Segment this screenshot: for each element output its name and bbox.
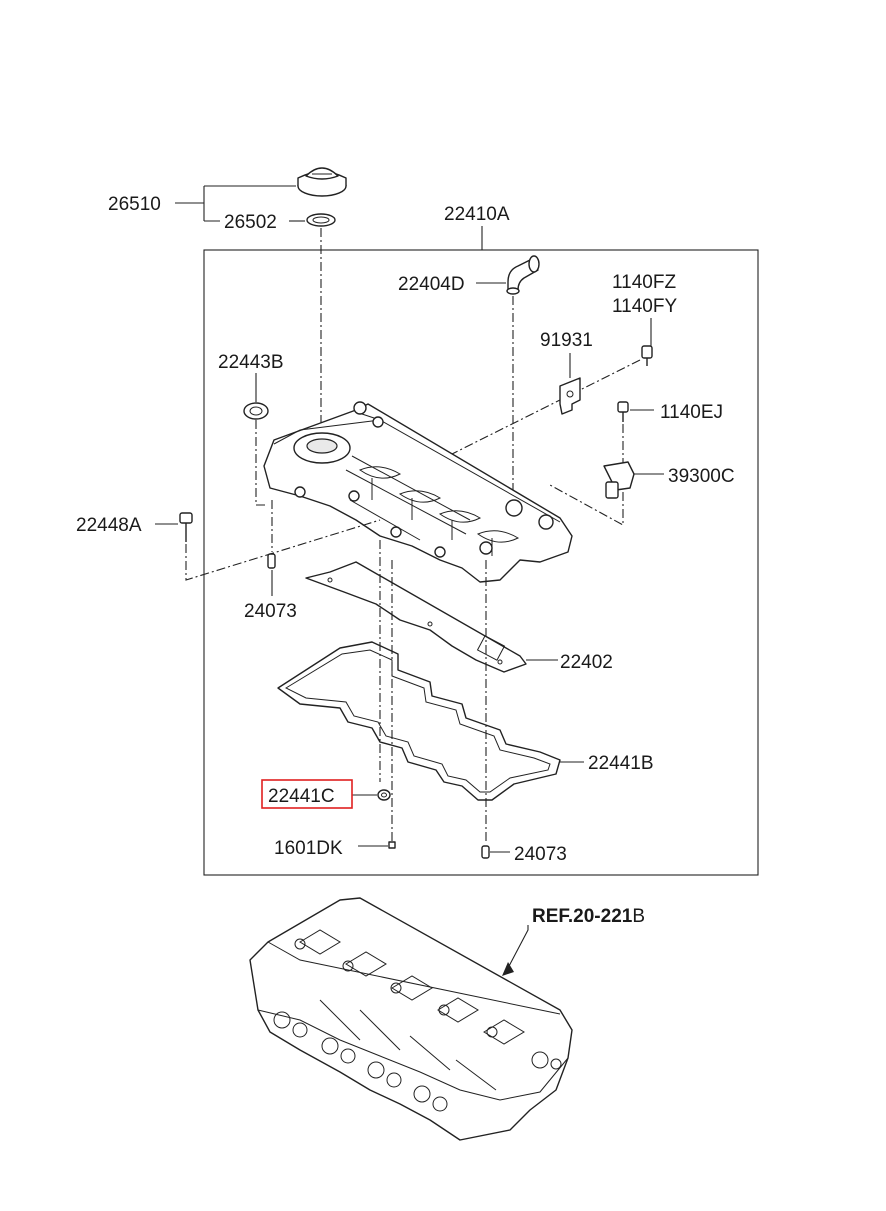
label-24073-top: 24073 [244,601,297,622]
label-22441c[interactable]: 22441C [268,786,335,807]
label-22448a: 22448A [76,515,142,536]
baffle-gasket-22402[interactable] [305,561,527,673]
label-91931: 91931 [540,330,593,351]
reference-label: REF.20-221B [532,906,645,927]
bolt-1140fz[interactable] [641,345,653,366]
label-22443b: 22443B [218,352,284,373]
label-39300c: 39300C [668,466,735,487]
oil-seal-22443b[interactable] [243,402,269,420]
cylinder-head-reference [249,897,573,1141]
valve-cover-gasket-22441b[interactable] [277,641,561,801]
bracket-91931[interactable] [559,377,581,415]
label-26510: 26510 [108,194,161,215]
label-26502: 26502 [224,212,277,233]
filler-cap-gasket[interactable] [306,213,336,227]
label-22404d: 22404D [398,274,465,295]
oil-filler-cap[interactable] [297,167,347,197]
label-1140fy: 1140FY [612,296,677,317]
reference-prefix: REF.20-221 [532,906,633,927]
grommet-22441c[interactable] [377,789,391,801]
reference-suffix: B [632,906,645,927]
label-1140fz: 1140FZ [612,272,676,293]
label-22410a: 22410A [444,204,510,225]
bolt-22448a[interactable] [179,512,193,542]
camshaft-sensor-39300c[interactable] [603,461,635,499]
label-22441b: 22441B [588,753,654,774]
label-22402: 22402 [560,652,613,673]
assembly-frame [203,249,759,876]
highlight-box-22441c[interactable] [261,779,353,809]
label-1140ej: 1140EJ [660,402,723,423]
bolt-1140ej[interactable] [617,401,629,422]
dowel-pin-top[interactable] [267,553,276,569]
dowel-pin-bottom[interactable] [481,845,490,859]
pcv-hose-fitting[interactable] [506,255,540,295]
valve-cover[interactable] [263,401,573,583]
stud-1601dk[interactable] [388,841,396,849]
label-24073-bottom: 24073 [514,844,567,865]
label-1601dk: 1601DK [274,838,343,859]
